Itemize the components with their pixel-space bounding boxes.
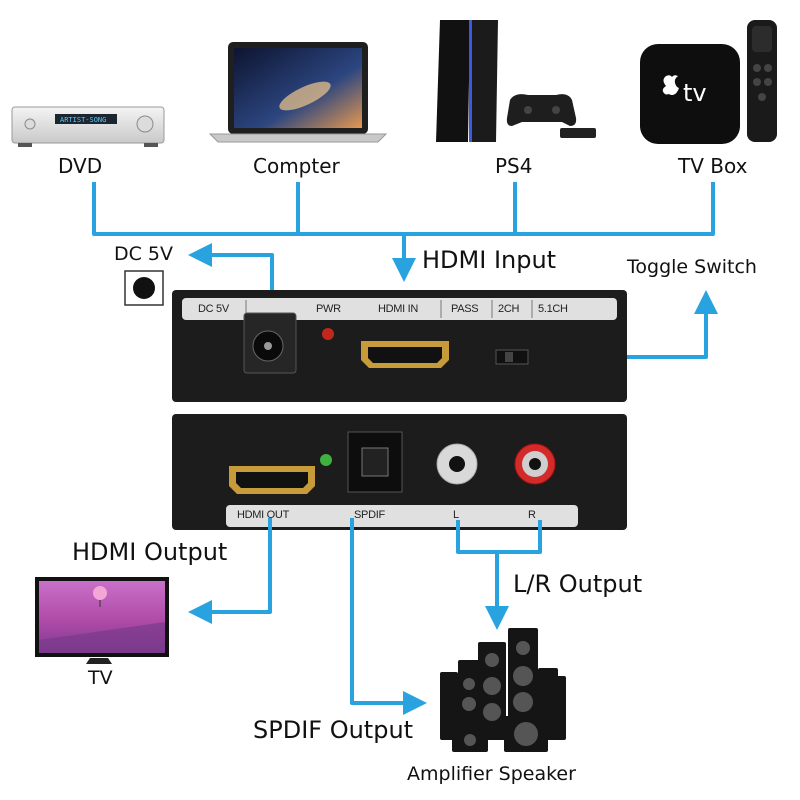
- av-receiver-icon: ARTIST-SONG: [11, 106, 165, 147]
- back-label-hdmi-out: HDMI OUT: [237, 509, 289, 521]
- source-label-ps4: PS4: [495, 154, 533, 178]
- game-console-icon: [436, 20, 596, 142]
- tv-icon: [35, 577, 169, 664]
- laptop-icon: [208, 42, 388, 143]
- amplifier-speaker-label: Amplifier Speaker: [407, 763, 576, 785]
- dc-jack-icon: [124, 270, 164, 306]
- front-label-2ch: 2CH: [498, 303, 520, 315]
- source-label-tv-box: TV Box: [678, 154, 748, 178]
- front-label-pass: PASS: [451, 303, 479, 315]
- source-label-dvd: DVD: [58, 154, 103, 178]
- front-label-51ch: 5.1CH: [538, 303, 568, 315]
- tv-label: TV: [88, 667, 113, 689]
- tv-box-icon: tv: [640, 20, 777, 144]
- dc-5v-label: DC 5V: [114, 243, 174, 265]
- spdif-output-label: SPDIF Output: [253, 716, 414, 744]
- front-panel-device: [172, 290, 627, 402]
- front-label-pwr: PWR: [316, 303, 341, 315]
- front-label-hdmi-in: HDMI IN: [378, 303, 419, 315]
- output-connection-lines: [188, 518, 542, 715]
- svg-text:ARTIST-SONG: ARTIST-SONG: [60, 116, 106, 124]
- hdmi-input-label: HDMI Input: [422, 246, 557, 274]
- toggle-switch-label: Toggle Switch: [627, 256, 757, 278]
- front-label-dc: DC 5V: [198, 303, 229, 315]
- lr-output-label: L/R Output: [513, 570, 643, 598]
- speaker-set-icon: [440, 628, 566, 752]
- back-label-r: R: [528, 509, 536, 521]
- back-label-spdif: SPDIF: [354, 509, 385, 521]
- back-panel-device: [172, 414, 627, 530]
- hdmi-output-label: HDMI Output: [72, 538, 228, 566]
- source-label-computer: Compter: [253, 154, 340, 178]
- back-label-l: L: [453, 509, 459, 521]
- tv-box-logo: tv: [683, 79, 707, 107]
